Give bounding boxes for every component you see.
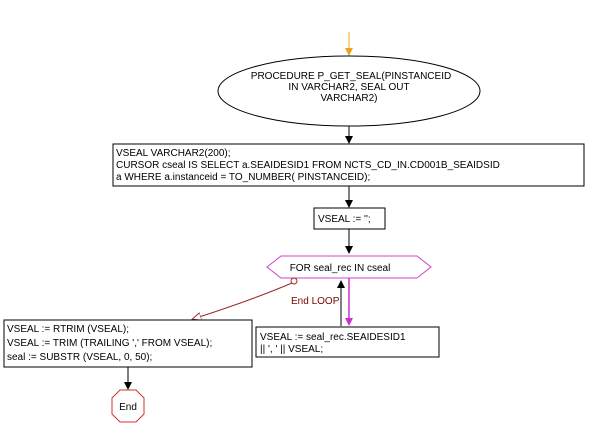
end-loop-label: End LOOP (291, 296, 340, 307)
procedure-node: PROCEDURE P_GET_SEAL(PINSTANCEID IN VARC… (217, 55, 481, 127)
post-loop-line-1: VSEAL := RTRIM (VSEAL); (7, 324, 129, 335)
declare-line-1: VSEAL VARCHAR2(200); (116, 148, 231, 159)
procedure-line-3: VARCHAR2) (320, 93, 377, 104)
loop-body-node: VSEAL := seal_rec.SEAIDESID1 || ', ' || … (255, 326, 440, 358)
post-loop-line-3: seal := SUBSTR (VSEAL, 0, 50); (7, 352, 152, 363)
end-loop-origin-dot (290, 277, 298, 285)
init-text: VSEAL := ''; (318, 214, 371, 225)
post-loop-node: VSEAL := RTRIM (VSEAL); VSEAL := TRIM (T… (3, 319, 253, 368)
loop-body-line-1: VSEAL := seal_rec.SEAIDESID1 (260, 332, 406, 343)
loop-node: FOR seal_rec IN cseal (266, 255, 432, 279)
procedure-line-2: IN VARCHAR2, SEAL OUT (288, 82, 409, 93)
declare-line-2: CURSOR cseal IS SELECT a.SEAIDESID1 FROM… (116, 160, 500, 171)
end-octagon (111, 389, 145, 423)
init-node: VSEAL := ''; (313, 207, 386, 230)
declare-node: VSEAL VARCHAR2(200); CURSOR cseal IS SEL… (112, 143, 585, 187)
end-loop-connector: End LOOP (196, 277, 340, 318)
declare-line-3: a WHERE a.instanceid = TO_NUMBER( PINSTA… (116, 172, 370, 183)
end-loop-line (196, 282, 293, 318)
loop-body-line-2: || ', ' || VSEAL; (260, 344, 323, 355)
end-node: End (111, 389, 145, 423)
post-loop-line-2: VSEAL := TRIM (TRAILING ',' FROM VSEAL); (7, 338, 212, 349)
declare-box (112, 143, 585, 187)
loop-text: FOR seal_rec IN cseal (290, 263, 391, 274)
loop-hexagon (266, 255, 432, 279)
end-text: End (119, 402, 137, 413)
loop-body-box (255, 326, 440, 358)
procedure-line-1: PROCEDURE P_GET_SEAL(PINSTANCEID (251, 71, 451, 82)
